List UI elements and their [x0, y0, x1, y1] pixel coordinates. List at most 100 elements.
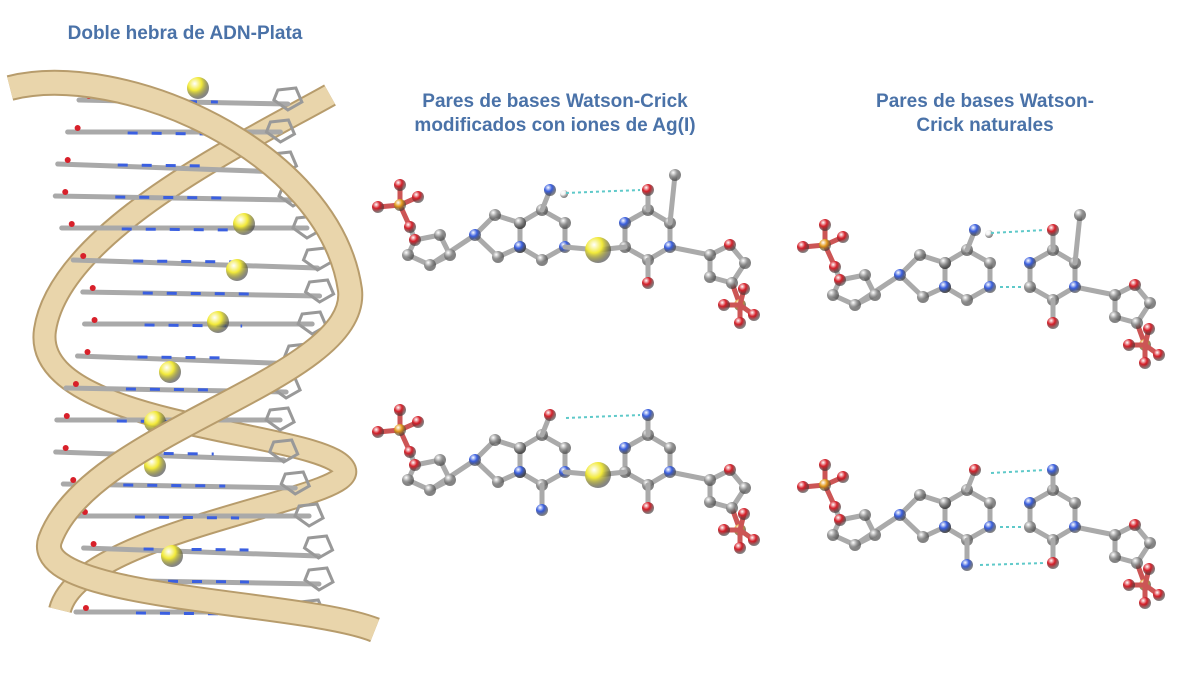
carbon-atom — [984, 497, 996, 509]
oxygen-atom — [718, 524, 730, 536]
oxygen-atom — [1047, 224, 1059, 236]
sugar-ring — [293, 502, 325, 528]
base-pair-rung — [53, 449, 287, 463]
hydrogen-atom — [985, 230, 993, 238]
natural-base-pair-top — [797, 209, 1165, 369]
nitrogen-atom — [1069, 281, 1081, 293]
sugar-ring — [303, 566, 335, 592]
sugar-ring — [302, 534, 335, 560]
nitrogen-atom — [939, 521, 951, 533]
oxygen-atom — [404, 446, 416, 458]
carbon-atom — [444, 249, 456, 261]
carbon-atom — [1109, 551, 1121, 563]
nitrogen-atom — [961, 559, 973, 571]
base-nitrogen — [144, 579, 249, 584]
silver-ion — [226, 259, 248, 281]
nitrogen-atom — [619, 442, 631, 454]
phosphorus-atom — [819, 239, 831, 251]
phosphorus-atom — [819, 479, 831, 491]
base-nitrogen — [125, 387, 217, 392]
base-nitrogen — [143, 547, 249, 552]
oxygen-atom — [724, 464, 736, 476]
oxygen-atom — [91, 317, 98, 323]
oxygen-atom — [724, 239, 736, 251]
silver-ion — [161, 545, 183, 567]
carbon-atom — [492, 251, 504, 263]
oxygen-atom — [1153, 589, 1165, 601]
nitrogen-atom — [1024, 257, 1036, 269]
oxygen-atom — [394, 404, 406, 416]
oxygen-atom — [642, 277, 654, 289]
silver-ion — [233, 213, 255, 235]
carbon-atom — [849, 299, 861, 311]
carbon-atom — [869, 529, 881, 541]
nitrogen-atom — [894, 509, 906, 521]
nitrogen-atom — [544, 184, 556, 196]
carbon-atom — [984, 257, 996, 269]
sugar-ring — [301, 246, 334, 272]
base-nitrogen — [137, 355, 229, 360]
hydrogen-bond — [565, 189, 641, 194]
carbon-atom — [664, 442, 676, 454]
nitrogen-atom — [469, 454, 481, 466]
oxygen-atom — [834, 514, 846, 526]
oxygen-atom — [84, 349, 91, 355]
base-pair-rung — [52, 193, 296, 203]
silver-ion-atom — [585, 237, 611, 263]
carbon-atom — [1069, 497, 1081, 509]
oxygen-atom — [1139, 357, 1151, 369]
modified-base-pair-top — [372, 169, 760, 329]
carbon-atom — [1024, 521, 1036, 533]
oxygen-atom — [68, 221, 75, 227]
sugar-ring — [279, 470, 312, 496]
carbon-atom — [424, 484, 436, 496]
oxygen-atom — [63, 413, 70, 419]
oxygen-atom — [80, 253, 87, 259]
oxygen-atom — [738, 508, 750, 520]
oxygen-atom — [748, 534, 760, 546]
carbon-atom — [961, 294, 973, 306]
modified-base-pair-bottom — [372, 404, 760, 554]
carbon-atom — [939, 257, 951, 269]
oxygen-atom — [1143, 563, 1155, 575]
oxygen-atom — [1129, 519, 1141, 531]
natural-base-pair-bottom — [797, 459, 1165, 609]
carbon-atom — [1109, 289, 1121, 301]
oxygen-atom — [1153, 349, 1165, 361]
oxygen-atom — [829, 261, 841, 273]
base-nitrogen — [115, 195, 224, 200]
silver-ion — [144, 455, 166, 477]
oxygen-atom — [394, 179, 406, 191]
carbon-atom — [914, 249, 926, 261]
nitrogen-atom — [1069, 521, 1081, 533]
oxygen-atom — [74, 125, 81, 131]
oxygen-atom — [62, 189, 69, 195]
oxygen-atom — [819, 219, 831, 231]
carbon-atom — [704, 271, 716, 283]
oxygen-atom — [90, 541, 97, 547]
carbon-atom — [536, 254, 548, 266]
bond — [1072, 524, 1118, 538]
base-pair-rung — [81, 545, 322, 559]
bond — [667, 244, 713, 258]
carbon-atom — [859, 269, 871, 281]
carbon-atom — [489, 434, 501, 446]
oxygen-atom — [734, 542, 746, 554]
nitrogen-atom — [984, 281, 996, 293]
oxygen-atom — [734, 317, 746, 329]
oxygen-atom — [409, 459, 421, 471]
dna-silver-double-helix — [6, 69, 380, 643]
base-pair-rung — [75, 353, 302, 367]
hydrogen-bond — [979, 562, 1046, 566]
nitrogen-atom — [536, 504, 548, 516]
ribbon-front — [7, 71, 380, 641]
oxygen-atom — [64, 157, 71, 163]
oxygen-atom — [89, 285, 96, 291]
carbon-atom — [859, 509, 871, 521]
sugar-ring — [303, 278, 336, 304]
oxygen-atom — [819, 459, 831, 471]
base-nitrogen — [134, 515, 240, 520]
nitrogen-atom — [619, 217, 631, 229]
nitrogen-atom — [664, 466, 676, 478]
